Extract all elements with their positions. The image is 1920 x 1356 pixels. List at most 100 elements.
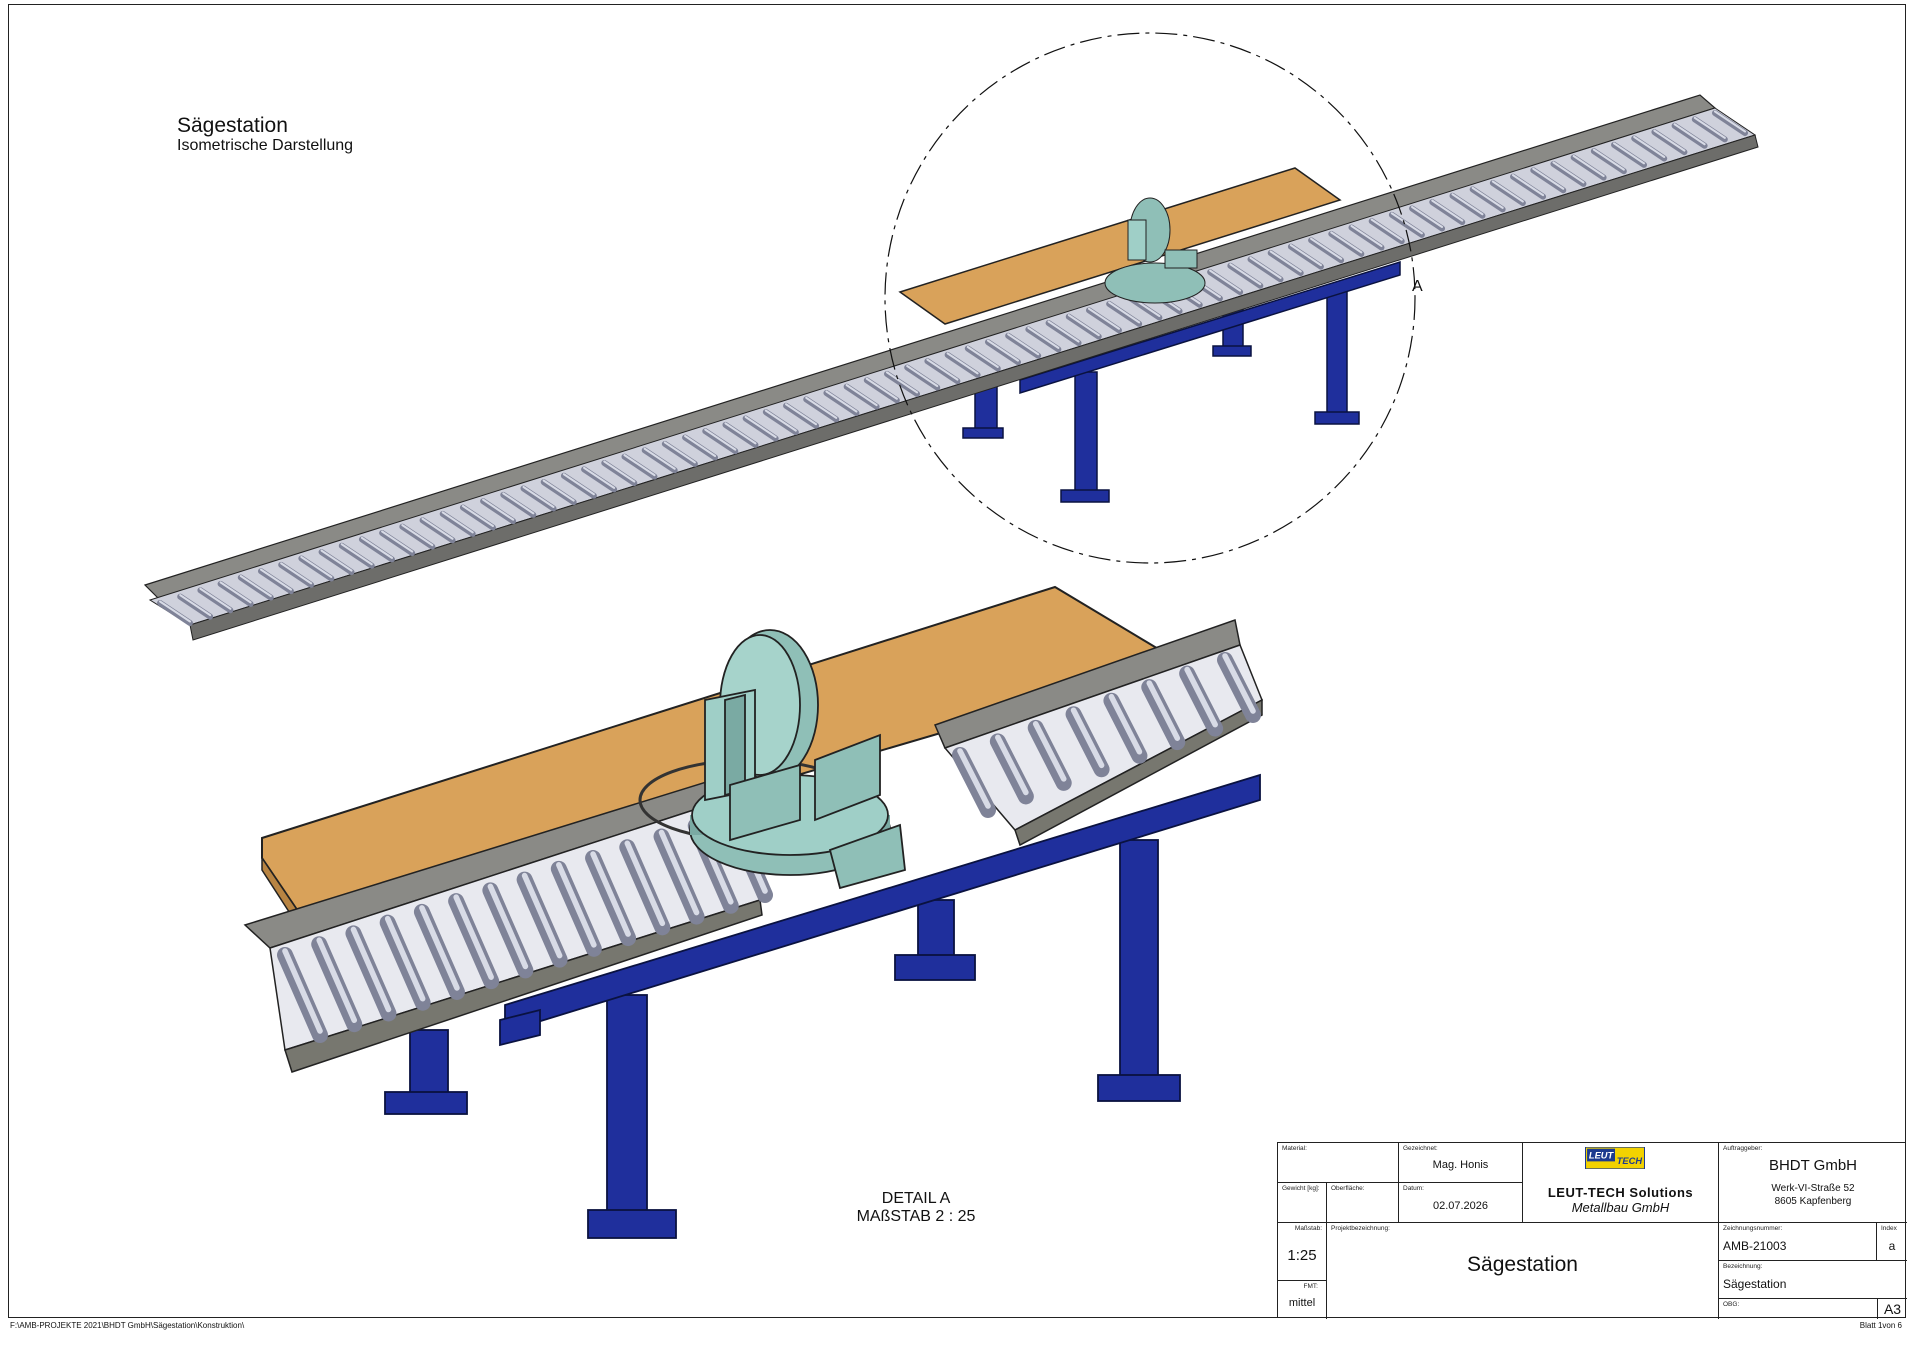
overview-roller-highlight xyxy=(946,352,979,375)
detail-caption: DETAIL A MAßSTAB 2 : 25 xyxy=(836,1190,996,1226)
overview-roller xyxy=(1247,256,1284,283)
overview-roller xyxy=(500,491,537,518)
overview-roller xyxy=(1510,173,1547,200)
leut-tech-logo: LEUT TECH xyxy=(1585,1147,1645,1169)
overview-roller-highlight xyxy=(1653,129,1686,152)
overview-roller-highlight xyxy=(1693,116,1726,139)
overview-roller xyxy=(1429,199,1466,226)
overview-roller-highlight xyxy=(461,504,494,528)
designation-value: Sägestation xyxy=(1723,1277,1787,1291)
overview-roller-highlight xyxy=(986,339,1020,362)
overview-roller xyxy=(1045,320,1082,346)
overview-roller xyxy=(318,549,355,576)
overview-roller xyxy=(1368,218,1405,245)
overview-roller-highlight xyxy=(1572,154,1605,178)
overview-roller xyxy=(298,555,335,582)
date-cell: Datum: 02.07.2026 xyxy=(1399,1183,1523,1223)
client-name: BHDT GmbH xyxy=(1768,1157,1858,1174)
overview-roller xyxy=(1691,116,1728,143)
overview-roller-highlight xyxy=(926,358,959,381)
detail-roller-left-highlight xyxy=(590,851,631,937)
drawing-number-label: Zeichnungsnummer: xyxy=(1723,1225,1783,1232)
overview-roller xyxy=(1085,307,1122,334)
fmt-cell: FMT: mittel xyxy=(1278,1281,1327,1319)
overview-roller xyxy=(197,587,234,614)
logo-tech-text: TECH xyxy=(1617,1156,1643,1166)
overview-roller xyxy=(621,453,658,480)
detail-roller-right-highlight xyxy=(1108,693,1143,755)
detail-view xyxy=(243,585,1263,1239)
overview-roller-highlight xyxy=(1249,256,1282,279)
overview-roller-highlight xyxy=(1713,110,1747,133)
drawn-by-label: Gezeichnet: xyxy=(1403,1145,1438,1152)
project-label: Projektbezeichnung: xyxy=(1331,1225,1390,1232)
scale-value: 1:25 xyxy=(1287,1247,1317,1264)
overview-roller xyxy=(480,498,517,525)
overview-roller xyxy=(1348,224,1385,251)
surface-cell: Oberfläche: xyxy=(1327,1183,1399,1223)
overview-roller-highlight xyxy=(805,396,838,419)
detail-roller-left-highlight xyxy=(453,894,494,980)
overview-roller xyxy=(1227,262,1264,289)
scale-cell: Maßstab: 1:25 xyxy=(1278,1223,1327,1281)
overview-roller xyxy=(984,339,1021,366)
overview-roller-highlight xyxy=(360,536,393,559)
overview-roller-highlight xyxy=(1673,123,1706,146)
index-value: a xyxy=(1888,1239,1896,1253)
overview-roller-highlight xyxy=(300,555,333,579)
overview-roller-highlight xyxy=(320,549,353,572)
overview-roller xyxy=(237,574,274,601)
detail-roller-left-highlight xyxy=(521,872,563,959)
material-cell-wide xyxy=(1278,1143,1399,1183)
overview-roller xyxy=(379,530,416,556)
overview-roller-highlight xyxy=(663,441,696,464)
detail-roller-left-highlight xyxy=(487,883,529,970)
overview-roller-highlight xyxy=(1350,224,1383,248)
designation-label: Bezeichnung: xyxy=(1723,1263,1763,1270)
overview-roller-highlight xyxy=(1471,186,1504,209)
overview-roller xyxy=(1611,141,1648,168)
overview-roller xyxy=(257,568,294,595)
overview-roller xyxy=(1651,129,1688,156)
overview-roller xyxy=(217,580,254,607)
overview-roller xyxy=(964,345,1001,372)
overview-roller xyxy=(439,510,476,537)
format-value: A3 xyxy=(1883,1301,1902,1317)
detail-saw xyxy=(638,629,906,890)
detail-roller-left-highlight xyxy=(624,840,666,927)
overview-roller xyxy=(560,472,597,499)
overview-roller xyxy=(843,383,880,410)
overview-roller-highlight xyxy=(381,530,414,553)
overview-roller-highlight xyxy=(1411,205,1444,229)
overview-roller-highlight xyxy=(603,460,636,483)
overview-roller xyxy=(157,600,193,626)
overview-roller xyxy=(601,460,638,486)
title-block: Material: Gewicht [kg]: Oberfläche: Maßs… xyxy=(1277,1142,1907,1319)
overview-roller xyxy=(1570,154,1607,181)
overview-roller xyxy=(1489,180,1526,206)
scale-label: Maßstab: xyxy=(1294,1225,1322,1232)
overview-roller xyxy=(278,561,315,588)
client-cell: Auftraggeber: BHDT GmbH Werk-VI-Straße 5… xyxy=(1719,1143,1907,1223)
overview-roller-highlight xyxy=(482,498,515,521)
overview-roller-highlight xyxy=(280,562,313,585)
logo-leut-text: LEUT xyxy=(1589,1150,1615,1160)
overview-roller xyxy=(1287,243,1324,270)
overview-roller xyxy=(1671,122,1708,149)
overview-legs xyxy=(962,260,1401,503)
overview-roller xyxy=(1449,192,1486,219)
drawing-number-value: AMB-21003 xyxy=(1723,1239,1787,1253)
overview-roller-highlight xyxy=(845,384,878,407)
detail-caption-line1: DETAIL A xyxy=(881,1190,951,1207)
overview-roller xyxy=(459,504,496,531)
overview-roller-highlight xyxy=(744,415,777,439)
overview-roller-highlight xyxy=(684,434,717,458)
overview-roller xyxy=(762,409,799,436)
drawing-number-cell: Zeichnungsnummer: AMB-21003 xyxy=(1719,1223,1877,1261)
overview-roller xyxy=(641,447,678,474)
overview-roller xyxy=(1005,332,1042,359)
detail-roller-left-highlight xyxy=(658,829,700,916)
weight-label: Gewicht [kg]: xyxy=(1282,1185,1320,1192)
project-cell: Projektbezeichnung: Sägestation xyxy=(1327,1223,1719,1319)
overview-roller-highlight xyxy=(643,447,676,470)
